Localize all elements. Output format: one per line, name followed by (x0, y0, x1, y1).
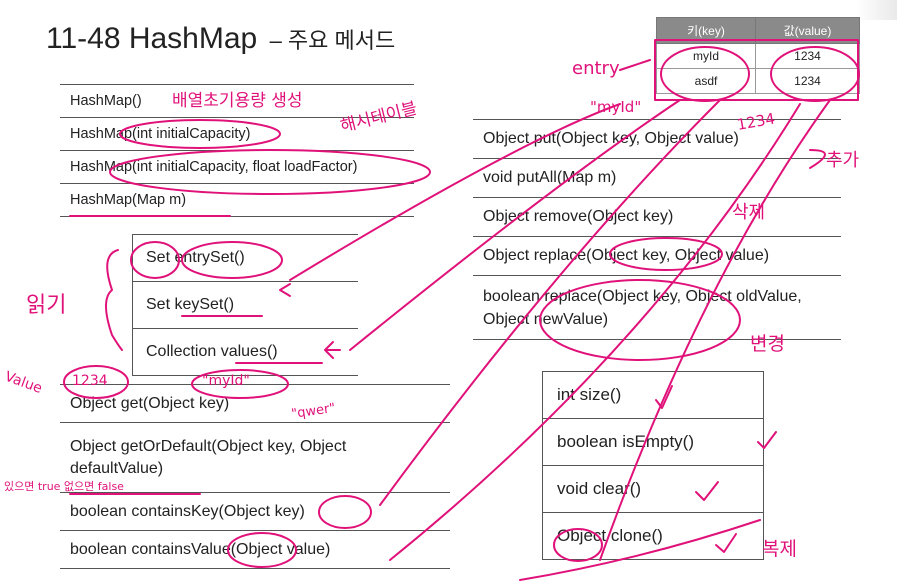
kv-value: 1234 (755, 43, 860, 69)
page-title: 11-48 HashMap – 주요 메서드 (46, 22, 395, 56)
constructor-row: HashMap(Map m) (60, 184, 414, 217)
ink-brace (105, 249, 123, 351)
modify-methods-table: Object put(Object key, Object value) voi… (473, 119, 841, 340)
method-row: Object getOrDefault(Object key, Object d… (60, 423, 450, 493)
method-row: int size() (543, 372, 763, 419)
method-row: boolean replace(Object key, Object oldVa… (473, 276, 841, 340)
key-value-table: 키(key) 값(value) myId 1234 asdf 1234 (656, 17, 860, 94)
method-row: Object clone() (543, 513, 763, 560)
view-methods-table: Set entrySet() Set keySet() Collection v… (132, 234, 358, 376)
method-row: Object put(Object key, Object value) (473, 120, 841, 159)
method-row: Object get(Object key) (60, 385, 450, 423)
ink-label-read: 읽기 (26, 293, 66, 318)
ink-label-myid: "myId" (590, 98, 641, 116)
ink-label-value: Value (3, 369, 45, 397)
kv-key: asdf (656, 68, 756, 94)
title-sub: – 주요 메서드 (269, 28, 396, 53)
window-edge (857, 0, 897, 20)
method-row: boolean isEmpty() (543, 419, 763, 466)
title-main: 11-48 HashMap (46, 22, 258, 55)
kv-row: myId 1234 (656, 43, 860, 69)
constructor-row: HashMap(int initialCapacity, float loadF… (60, 151, 414, 184)
kv-row: asdf 1234 (656, 68, 860, 94)
kv-header-value: 값(value) (755, 17, 860, 44)
constructor-row: HashMap(int initialCapacity) (60, 118, 414, 151)
kv-value: 1234 (755, 68, 860, 94)
constructor-row: HashMap() (60, 85, 414, 118)
method-row: Collection values() (133, 329, 358, 376)
method-row: void clear() (543, 466, 763, 513)
kv-key: myId (656, 43, 756, 69)
ink-label-copy: 복제 (762, 538, 797, 560)
method-row: Set keySet() (133, 282, 358, 329)
misc-methods-table: int size() boolean isEmpty() void clear(… (542, 371, 764, 560)
method-row: void putAll(Map m) (473, 159, 841, 198)
ink-arrow (619, 59, 651, 71)
method-row: Object replace(Object key, Object value) (473, 237, 841, 276)
get-methods-table: Object get(Object key) Object getOrDefau… (60, 384, 450, 569)
constructor-table: HashMap() HashMap(int initialCapacity) H… (60, 84, 414, 217)
method-row: Set entrySet() (133, 235, 358, 282)
method-row: Object remove(Object key) (473, 198, 841, 237)
kv-header-key: 키(key) (656, 17, 756, 44)
ink-label-entry: entry (572, 58, 620, 79)
method-row: boolean containsKey(Object key) (60, 493, 450, 531)
method-row: boolean containsValue(Object value) (60, 531, 450, 569)
